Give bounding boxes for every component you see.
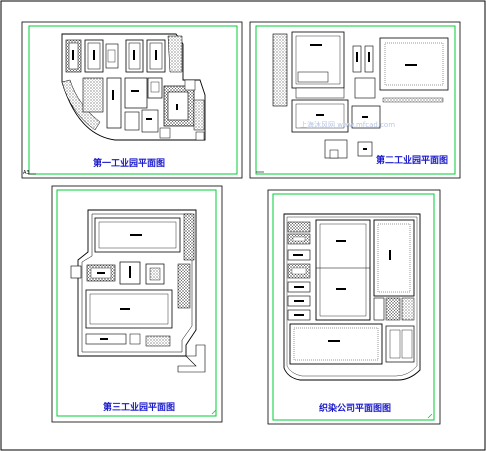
panel-4-green-frame — [272, 193, 435, 421]
panel-3-green-frame — [56, 189, 217, 417]
panel-3-title: 第三工业园平面图 — [103, 403, 176, 413]
panel-3-site-plan — [51, 185, 223, 423]
panel-1-title: 第一工业园平面图 — [93, 159, 166, 169]
panel-1-site-plan — [21, 21, 243, 179]
panel-2-outer-frame — [249, 21, 461, 179]
panel-1-outer-frame — [21, 21, 243, 179]
panel-4-title: 织染公司平面图图 — [319, 404, 392, 414]
panel-4-site-plan — [267, 189, 441, 425]
watermark-text: 上海沐风网 www.mfcad.com — [300, 121, 396, 129]
panel-2-site-plan — [249, 21, 461, 179]
panel-4-outer-frame — [267, 189, 441, 425]
sheet-corner-mark: A3 — [23, 170, 30, 176]
panel-2-title: 第二工业园平面图 — [376, 156, 449, 166]
panel-2-green-frame — [255, 25, 456, 175]
panel-1-green-frame — [28, 25, 238, 175]
panel-3-outer-frame — [51, 185, 223, 423]
